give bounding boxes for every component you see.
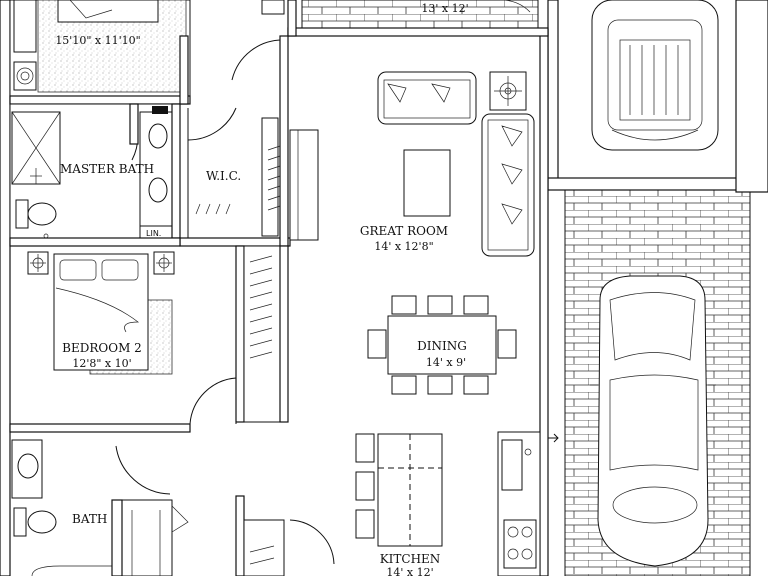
dining-dim: 14' x 9' xyxy=(426,356,466,369)
dining: DINING 14' x 9' xyxy=(367,295,517,395)
lamp-icon xyxy=(153,251,175,275)
master-bath-label: MASTER BATH xyxy=(60,162,154,176)
sink-icon xyxy=(501,439,532,491)
sofa-icon xyxy=(481,113,535,257)
bed-icon xyxy=(57,0,159,23)
lamp-icon xyxy=(27,251,49,275)
car-icon xyxy=(590,275,716,567)
kitchen-label: KITCHEN xyxy=(380,552,441,566)
exterior-walls xyxy=(0,0,549,576)
great-room-dim: 14' x 12'8" xyxy=(374,240,433,253)
kitchen-dim: 14' x 12' xyxy=(386,566,433,576)
bath-label: BATH xyxy=(72,512,107,526)
kitchen: KITCHEN 14' x 12' xyxy=(355,431,559,576)
great-room-label: GREAT ROOM xyxy=(360,224,448,238)
toilet-icon xyxy=(15,199,57,229)
sofa-icon xyxy=(377,71,477,125)
bedroom-2: BEDROOM 2 12'8" x 10' xyxy=(27,251,237,425)
car-icon xyxy=(591,0,719,151)
linen-label: LIN. xyxy=(146,229,161,238)
bed-icon xyxy=(53,253,149,371)
dining-label: DINING xyxy=(417,339,467,353)
bedroom-2-dim: 12'8" x 10' xyxy=(72,357,131,370)
wic-label: W.I.C. xyxy=(206,169,241,183)
sink-icon xyxy=(148,123,168,203)
master-bath: LIN. MASTER BATH xyxy=(9,103,181,239)
bath: BATH xyxy=(11,439,189,576)
walk-in-closet: W.I.C. xyxy=(187,107,281,238)
bedroom-2-label: BEDROOM 2 xyxy=(62,341,142,355)
shower-icon xyxy=(11,111,61,185)
master-bedroom-dim: 15'10" x 11'10" xyxy=(55,34,140,47)
sink-icon xyxy=(11,439,43,499)
great-room: GREAT ROOM 14' x 12'8" xyxy=(360,71,535,257)
toilet-icon xyxy=(13,507,57,537)
plant-icon xyxy=(13,61,37,91)
master-bedroom: 15'10" x 11'10" xyxy=(9,0,285,97)
lamp-icon xyxy=(489,71,527,111)
patio: 13' x 12' xyxy=(301,0,539,29)
patio-dim: 13' x 12' xyxy=(421,2,468,15)
